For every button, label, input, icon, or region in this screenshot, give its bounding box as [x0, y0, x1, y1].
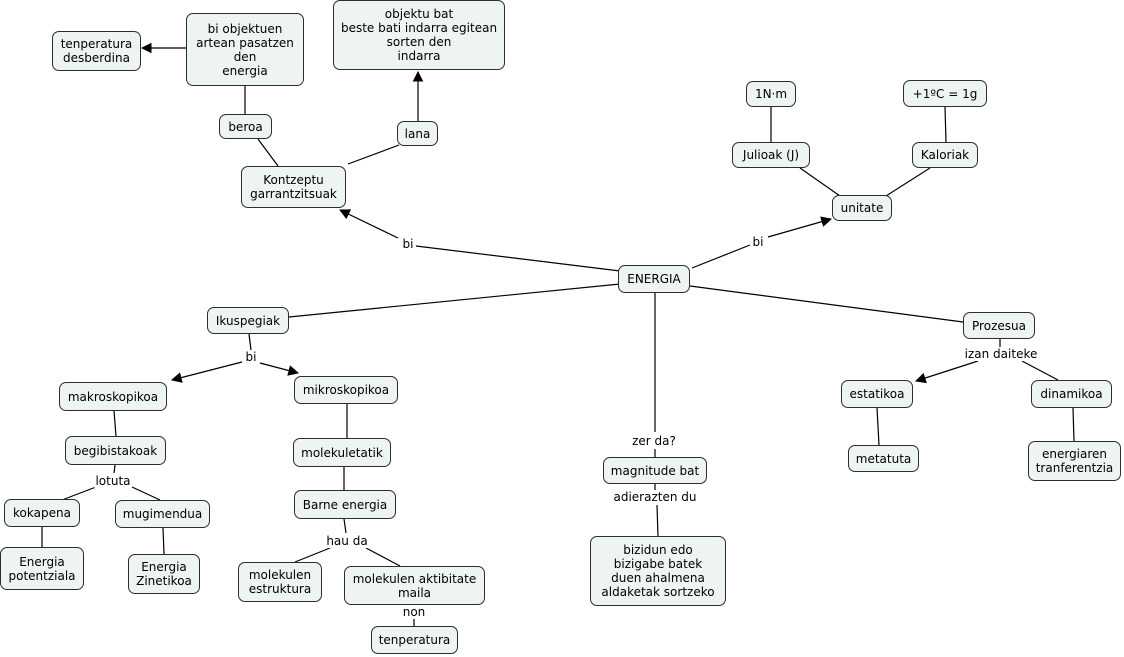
node-molekulen-estruktura[interactable]: molekulen estruktura	[238, 562, 322, 602]
node-dinamikoa[interactable]: dinamikoa	[1031, 380, 1112, 408]
node-kontzeptu-garrantzitsuak[interactable]: Kontzeptu garrantzitsuak	[241, 166, 346, 208]
node-molekulen-aktibitate[interactable]: molekulen aktibitate maila	[344, 566, 485, 605]
node-energiaren-tranferentzia[interactable]: energiaren tranferentzia	[1028, 441, 1121, 481]
node-bi-objektuen[interactable]: bi objektuen artean pasatzen den energia	[186, 13, 304, 86]
node-objektu-bat[interactable]: objektu bat beste bati indarra egitean s…	[333, 0, 505, 70]
node-kaloriak[interactable]: Kaloriak	[912, 142, 978, 168]
node-kokapena[interactable]: kokapena	[4, 499, 80, 527]
link-label-non: non	[401, 605, 427, 619]
node-1nm[interactable]: 1N·m	[746, 81, 796, 107]
node-mugimendua[interactable]: mugimendua	[115, 500, 210, 528]
node-magnitude-bat[interactable]: magnitude bat	[603, 457, 707, 484]
node-makroskopikoa[interactable]: makroskopikoa	[59, 382, 167, 411]
link-label-bi-kontzeptu: bi	[401, 237, 415, 251]
link-label-bi-ikuspegiak: bi	[244, 350, 258, 364]
node-molekuletatik[interactable]: molekuletatik	[293, 438, 391, 467]
node-mikroskopikoa[interactable]: mikroskopikoa	[294, 376, 398, 404]
link-label-hau-da: hau da	[325, 534, 369, 548]
node-estatikoa[interactable]: estatikoa	[841, 380, 913, 408]
node-bizidun[interactable]: bizidun edo bizigabe batek duen ahalmena…	[590, 536, 726, 606]
node-tenperatura-desberdina[interactable]: tenperatura desberdina	[52, 31, 141, 71]
node-metatuta[interactable]: metatuta	[848, 445, 919, 472]
link-label-bi-unitate: bi	[751, 235, 765, 249]
node-julioak[interactable]: Julioak (J)	[732, 142, 810, 168]
node-begibistakoak[interactable]: begibistakoak	[65, 436, 166, 465]
node-beroa[interactable]: beroa	[219, 114, 272, 139]
node-unitate[interactable]: unitate	[832, 195, 892, 221]
node-energia-zinetikoa[interactable]: Energia Zinetikoa	[128, 554, 200, 594]
link-label-lotuta: lotuta	[94, 474, 132, 488]
node-energia[interactable]: ENERGIA	[618, 265, 690, 293]
node-barne-energia[interactable]: Barne energia	[294, 490, 396, 519]
link-label-zer-da: zer da?	[631, 434, 677, 448]
node-tenperatura[interactable]: tenperatura	[371, 626, 458, 654]
node-prozesua[interactable]: Prozesua	[963, 312, 1035, 339]
node-ikuspegiak[interactable]: Ikuspegiak	[207, 307, 289, 334]
link-label-izan-daiteke: izan daiteke	[963, 347, 1039, 361]
node-energia-potentziala[interactable]: Energia potentziala	[0, 547, 84, 590]
link-label-adierazten-du: adierazten du	[612, 490, 698, 504]
node-lana[interactable]: lana	[397, 121, 438, 146]
node-1grad[interactable]: +1ºC = 1g	[903, 80, 987, 107]
